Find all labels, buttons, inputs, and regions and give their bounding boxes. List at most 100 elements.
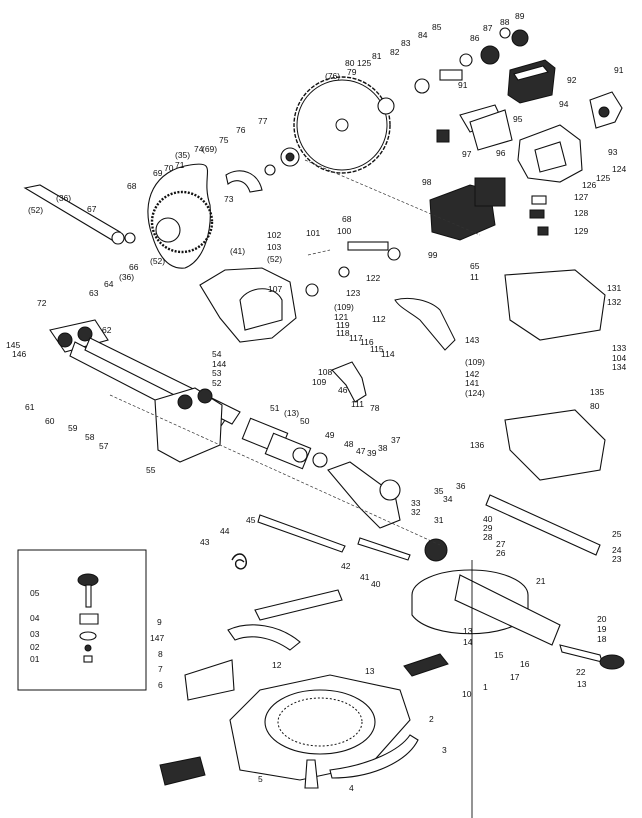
- label-13a: 13: [365, 666, 375, 676]
- label-69-paren: (69): [202, 144, 217, 154]
- label-01: 01: [30, 654, 40, 664]
- miter-handle: [559, 644, 625, 670]
- label-123: 123: [346, 288, 360, 298]
- label-89: 89: [515, 11, 525, 21]
- label-91a: 91: [614, 65, 624, 75]
- label-52: 52: [212, 378, 222, 388]
- label-143: 143: [465, 335, 479, 345]
- guard-link-arm: [23, 184, 136, 245]
- label-71: 71: [175, 160, 185, 170]
- label-93: 93: [608, 147, 618, 157]
- label-41-paren: (41): [230, 246, 245, 256]
- label-04: 04: [30, 613, 40, 623]
- label-112: 112: [372, 314, 386, 324]
- label-133: 133: [612, 343, 626, 353]
- carbon-brush: [531, 195, 547, 205]
- label-38: 38: [378, 443, 388, 453]
- label-29: 29: [483, 523, 493, 533]
- label-49: 49: [325, 430, 335, 440]
- label-102: 102: [267, 230, 281, 240]
- label-24: 24: [612, 545, 622, 555]
- label-107: 107: [268, 284, 282, 294]
- label-2: 2: [429, 714, 434, 724]
- label-86: 86: [470, 33, 480, 43]
- brush-holder: [436, 129, 450, 143]
- label-39: 39: [367, 448, 377, 458]
- table-fence-rail: [485, 494, 601, 556]
- label-64: 64: [104, 279, 114, 289]
- label-41: 41: [360, 572, 370, 582]
- label-128: 128: [574, 208, 588, 218]
- label-6: 6: [158, 680, 163, 690]
- motor-bracket-spring: [305, 241, 401, 297]
- handle-trigger: [331, 361, 367, 403]
- label-42: 42: [341, 561, 351, 571]
- label-81: 81: [372, 51, 382, 61]
- label-31: 31: [434, 515, 444, 525]
- label-117: 117: [349, 333, 363, 343]
- label-36: 36: [456, 481, 466, 491]
- label-47: 47: [356, 446, 366, 456]
- label-135: 135: [590, 387, 604, 397]
- work-support-left: [159, 756, 206, 786]
- rail-housing: [154, 387, 223, 463]
- label-141: 141: [465, 378, 479, 388]
- miter-arm: [454, 574, 561, 646]
- label-124: 124: [612, 164, 626, 174]
- label-76: 76: [236, 125, 246, 135]
- label-1: 1: [483, 682, 488, 692]
- label-25: 25: [612, 529, 622, 539]
- extension-support: [184, 589, 343, 701]
- label-60: 60: [45, 416, 55, 426]
- upper-blade-guard: [147, 163, 214, 269]
- label-134: 134: [612, 362, 626, 372]
- kerf-plate: [227, 624, 301, 651]
- label-73: 73: [224, 194, 234, 204]
- lower-blade-guard: [225, 170, 263, 193]
- miter-scale: [329, 734, 419, 779]
- pivot-pins: [257, 514, 411, 561]
- label-121: 121: [334, 312, 348, 322]
- carbon-brush-cover: [589, 91, 623, 129]
- label-20: 20: [597, 614, 607, 624]
- label-97: 97: [462, 149, 472, 159]
- label-11: 11: [470, 272, 479, 282]
- label-55: 55: [146, 465, 156, 475]
- motor-housing: [517, 124, 583, 183]
- label-87: 87: [483, 23, 493, 33]
- label-51: 51: [270, 403, 280, 413]
- label-101: 101: [306, 228, 320, 238]
- label-33: 33: [411, 498, 421, 508]
- label-52-paren-a: (52): [28, 205, 43, 215]
- label-35: 35: [434, 486, 444, 496]
- label-15: 15: [494, 650, 504, 660]
- part-labels: 89 88 87 86 85 84 83 82 81 125 80 79 (76…: [6, 11, 626, 793]
- label-26: 26: [496, 548, 506, 558]
- work-support-right: [403, 653, 449, 677]
- label-80b: 80: [590, 401, 600, 411]
- switch-block: [459, 104, 513, 151]
- label-10: 10: [462, 689, 472, 699]
- label-109-paren-b: (109): [465, 357, 485, 367]
- label-78: 78: [370, 403, 380, 413]
- label-46: 46: [338, 385, 348, 395]
- inset-box: [17, 549, 147, 691]
- label-129: 129: [574, 226, 588, 236]
- label-27: 27: [496, 539, 506, 549]
- motor-armature: [429, 177, 506, 241]
- base-foot: [304, 759, 319, 789]
- label-61: 61: [25, 402, 35, 412]
- label-83: 83: [401, 38, 411, 48]
- label-13b: 13: [463, 626, 473, 636]
- label-7: 7: [158, 664, 163, 674]
- label-144: 144: [212, 359, 226, 369]
- label-23: 23: [612, 554, 622, 564]
- label-02: 02: [30, 642, 40, 652]
- label-28: 28: [483, 532, 493, 542]
- label-53: 53: [212, 368, 222, 378]
- label-8: 8: [158, 649, 163, 659]
- label-114: 114: [381, 349, 395, 359]
- label-100: 100: [337, 226, 351, 236]
- label-104: 104: [612, 353, 626, 363]
